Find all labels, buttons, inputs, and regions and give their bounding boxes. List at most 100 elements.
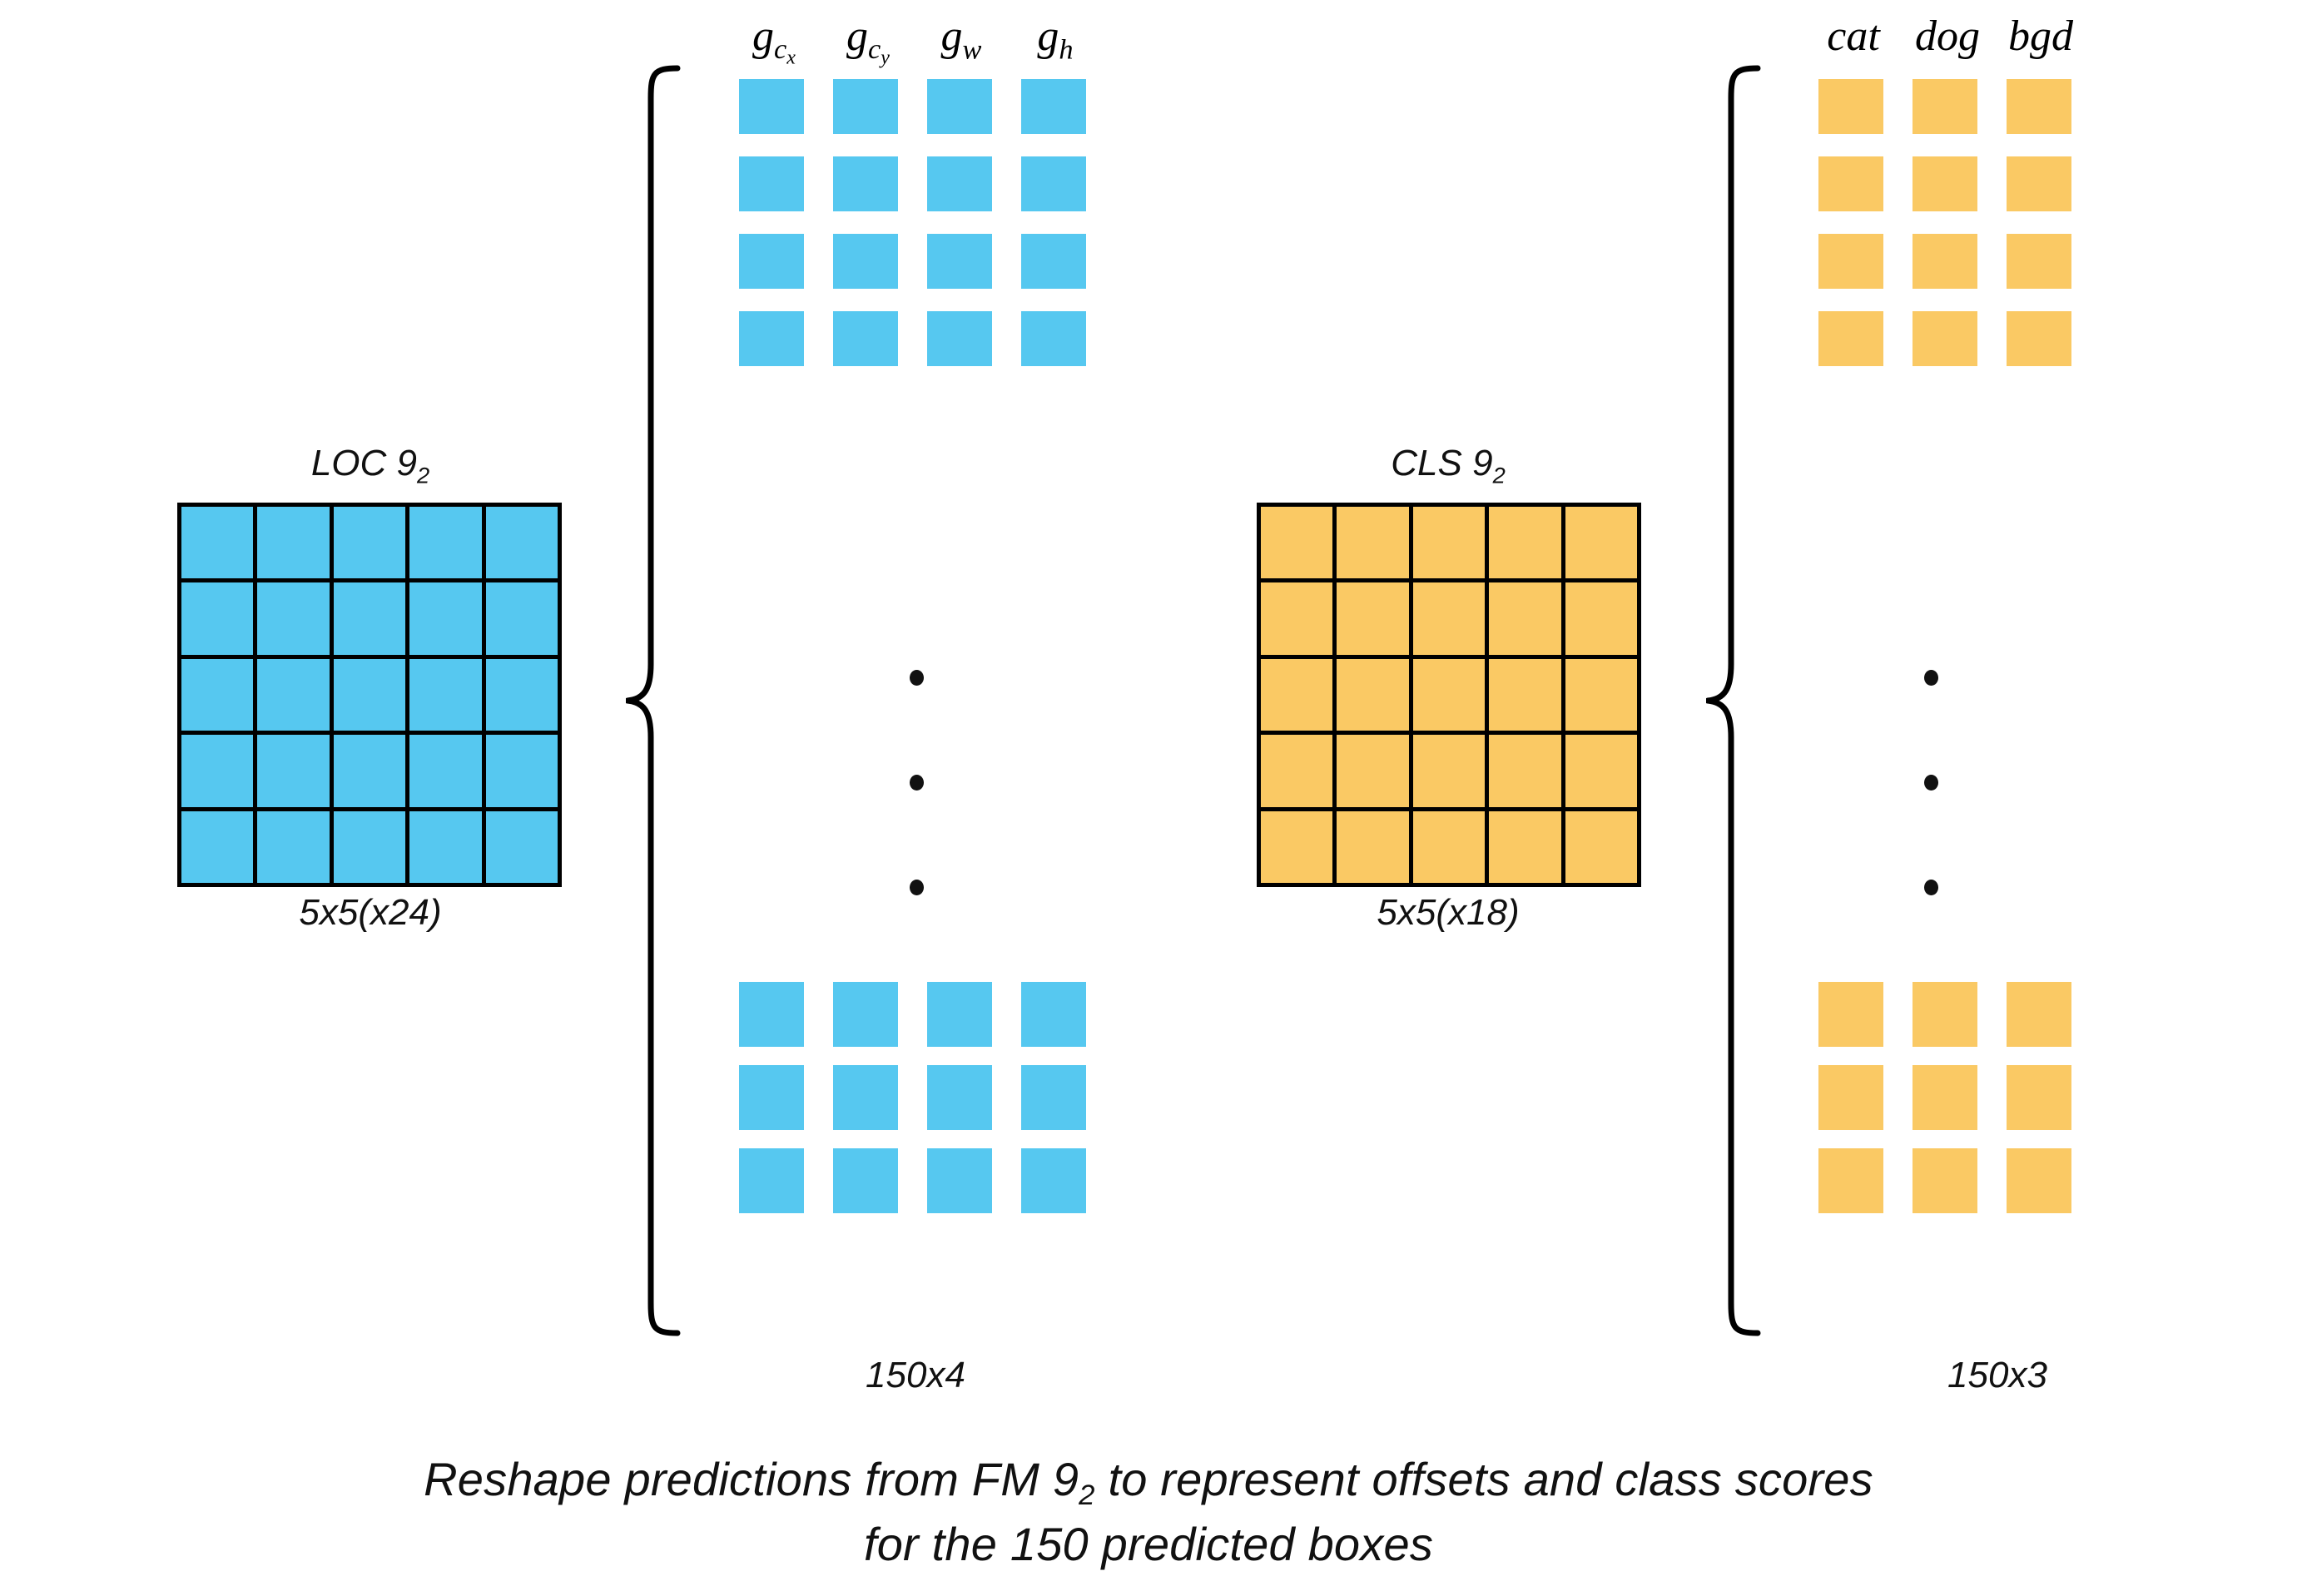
cls-output-shape: 150x3 — [1947, 1355, 2047, 1395]
loc-col-header-1: gcy — [822, 15, 914, 69]
loc-token — [833, 311, 898, 366]
loc-token — [1021, 1065, 1086, 1130]
loc-ellipsis-dot — [910, 880, 924, 895]
loc-token — [739, 79, 804, 134]
caption-line-1: Reshape predictions from FM 92 to repres… — [0, 1450, 2297, 1514]
cls-feature-map-cell — [1565, 582, 1637, 655]
cls-col-header-1: dog — [1915, 12, 1980, 60]
loc-feature-map-cell — [409, 810, 482, 883]
loc-token — [739, 1148, 804, 1213]
loc-feature-map-cell — [181, 507, 254, 579]
loc-token — [739, 156, 804, 211]
loc-token — [927, 156, 992, 211]
figure-caption: Reshape predictions from FM 92 to repres… — [0, 1450, 2297, 1574]
loc-token — [833, 79, 898, 134]
loc-col-2-sub: w — [962, 33, 982, 66]
cls-brace-icon — [1704, 65, 1761, 1336]
cls-token — [1913, 79, 1977, 134]
loc-feature-map-cell — [485, 658, 558, 731]
loc-title-text: LOC 9 — [310, 443, 417, 483]
loc-token — [927, 79, 992, 134]
cls-ellipsis-dot — [1924, 670, 1938, 686]
loc-feature-map-title: LOC 92 — [179, 443, 562, 488]
cls-feature-map-cell — [1565, 810, 1637, 883]
loc-col-1-subsub: y — [881, 47, 890, 69]
cls-token — [2007, 234, 2071, 289]
loc-feature-map-cell — [257, 582, 330, 655]
cls-token — [1818, 311, 1883, 366]
cls-feature-map-cell — [1565, 735, 1637, 807]
loc-token — [1021, 982, 1086, 1047]
cls-feature-map-cell — [1489, 507, 1561, 579]
loc-feature-map-shape: 5x5(x24) — [299, 892, 442, 933]
loc-token — [833, 156, 898, 211]
loc-token — [1021, 79, 1086, 134]
loc-token — [1021, 234, 1086, 289]
cls-feature-map-cell — [1412, 735, 1486, 807]
caption-line-1b: to represent offsets and class scores — [1094, 1453, 1873, 1505]
caption-line-1-subscript: 2 — [1079, 1480, 1095, 1512]
loc-feature-map-cell — [485, 810, 558, 883]
loc-col-header-3: gh — [1010, 15, 1101, 64]
loc-col-header-2: gw — [915, 15, 1007, 64]
loc-feature-map-cell — [409, 658, 482, 731]
cls-feature-map-cell — [1565, 658, 1637, 731]
loc-col-0-sub: c — [774, 33, 787, 66]
loc-token — [739, 234, 804, 289]
cls-ellipsis-dot — [1924, 775, 1938, 791]
loc-token — [833, 234, 898, 289]
cls-feature-map-grid — [1257, 503, 1641, 887]
loc-feature-map-cell — [409, 507, 482, 579]
cls-feature-map-cell — [1412, 507, 1486, 579]
loc-ellipsis-dot — [910, 775, 924, 791]
loc-col-1-sub: c — [868, 33, 881, 66]
loc-feature-map-cell — [409, 582, 482, 655]
loc-col-3-sub: h — [1059, 33, 1074, 66]
loc-output-shape: 150x4 — [866, 1355, 965, 1395]
loc-title-subscript: 2 — [417, 462, 430, 488]
loc-token — [927, 1148, 992, 1213]
loc-token — [739, 982, 804, 1047]
cls-token — [2007, 982, 2071, 1047]
loc-token — [1021, 1148, 1086, 1213]
loc-feature-map-cell — [333, 507, 406, 579]
loc-ellipsis-dot — [910, 670, 924, 686]
loc-feature-map-cell — [485, 735, 558, 807]
cls-title-subscript: 2 — [1492, 462, 1506, 488]
cls-feature-map-cell — [1337, 810, 1409, 883]
cls-brace — [1704, 65, 1761, 1336]
cls-feature-map-cell — [1489, 810, 1561, 883]
cls-feature-map-cell — [1261, 658, 1333, 731]
cls-token — [1818, 234, 1883, 289]
cls-token — [2007, 79, 2071, 134]
cls-token — [1913, 234, 1977, 289]
cls-feature-map-cell — [1261, 810, 1333, 883]
loc-token — [927, 234, 992, 289]
loc-feature-map-cell — [257, 735, 330, 807]
cls-token — [2007, 156, 2071, 211]
loc-token — [927, 311, 992, 366]
cls-col-header-0: cat — [1827, 12, 1880, 60]
cls-title-text: CLS 9 — [1391, 443, 1493, 483]
cls-feature-map-cell — [1337, 658, 1409, 731]
loc-feature-map-cell — [333, 658, 406, 731]
cls-token — [1818, 79, 1883, 134]
loc-token — [833, 1065, 898, 1130]
cls-feature-map-cell — [1412, 810, 1486, 883]
loc-token — [1021, 311, 1086, 366]
caption-line-1a: Reshape predictions from FM 9 — [424, 1453, 1079, 1505]
cls-token — [2007, 1148, 2071, 1213]
loc-feature-map-cell — [257, 810, 330, 883]
loc-token — [739, 1065, 804, 1130]
loc-col-0-subsub: x — [786, 47, 796, 69]
loc-token — [1021, 156, 1086, 211]
loc-token — [833, 1148, 898, 1213]
cls-token — [1818, 1148, 1883, 1213]
loc-brace-icon — [624, 65, 681, 1336]
cls-feature-map-cell — [1261, 735, 1333, 807]
loc-col-0-base: g — [752, 12, 775, 60]
loc-token — [739, 311, 804, 366]
loc-feature-map-cell — [333, 735, 406, 807]
cls-token — [1913, 1065, 1977, 1130]
